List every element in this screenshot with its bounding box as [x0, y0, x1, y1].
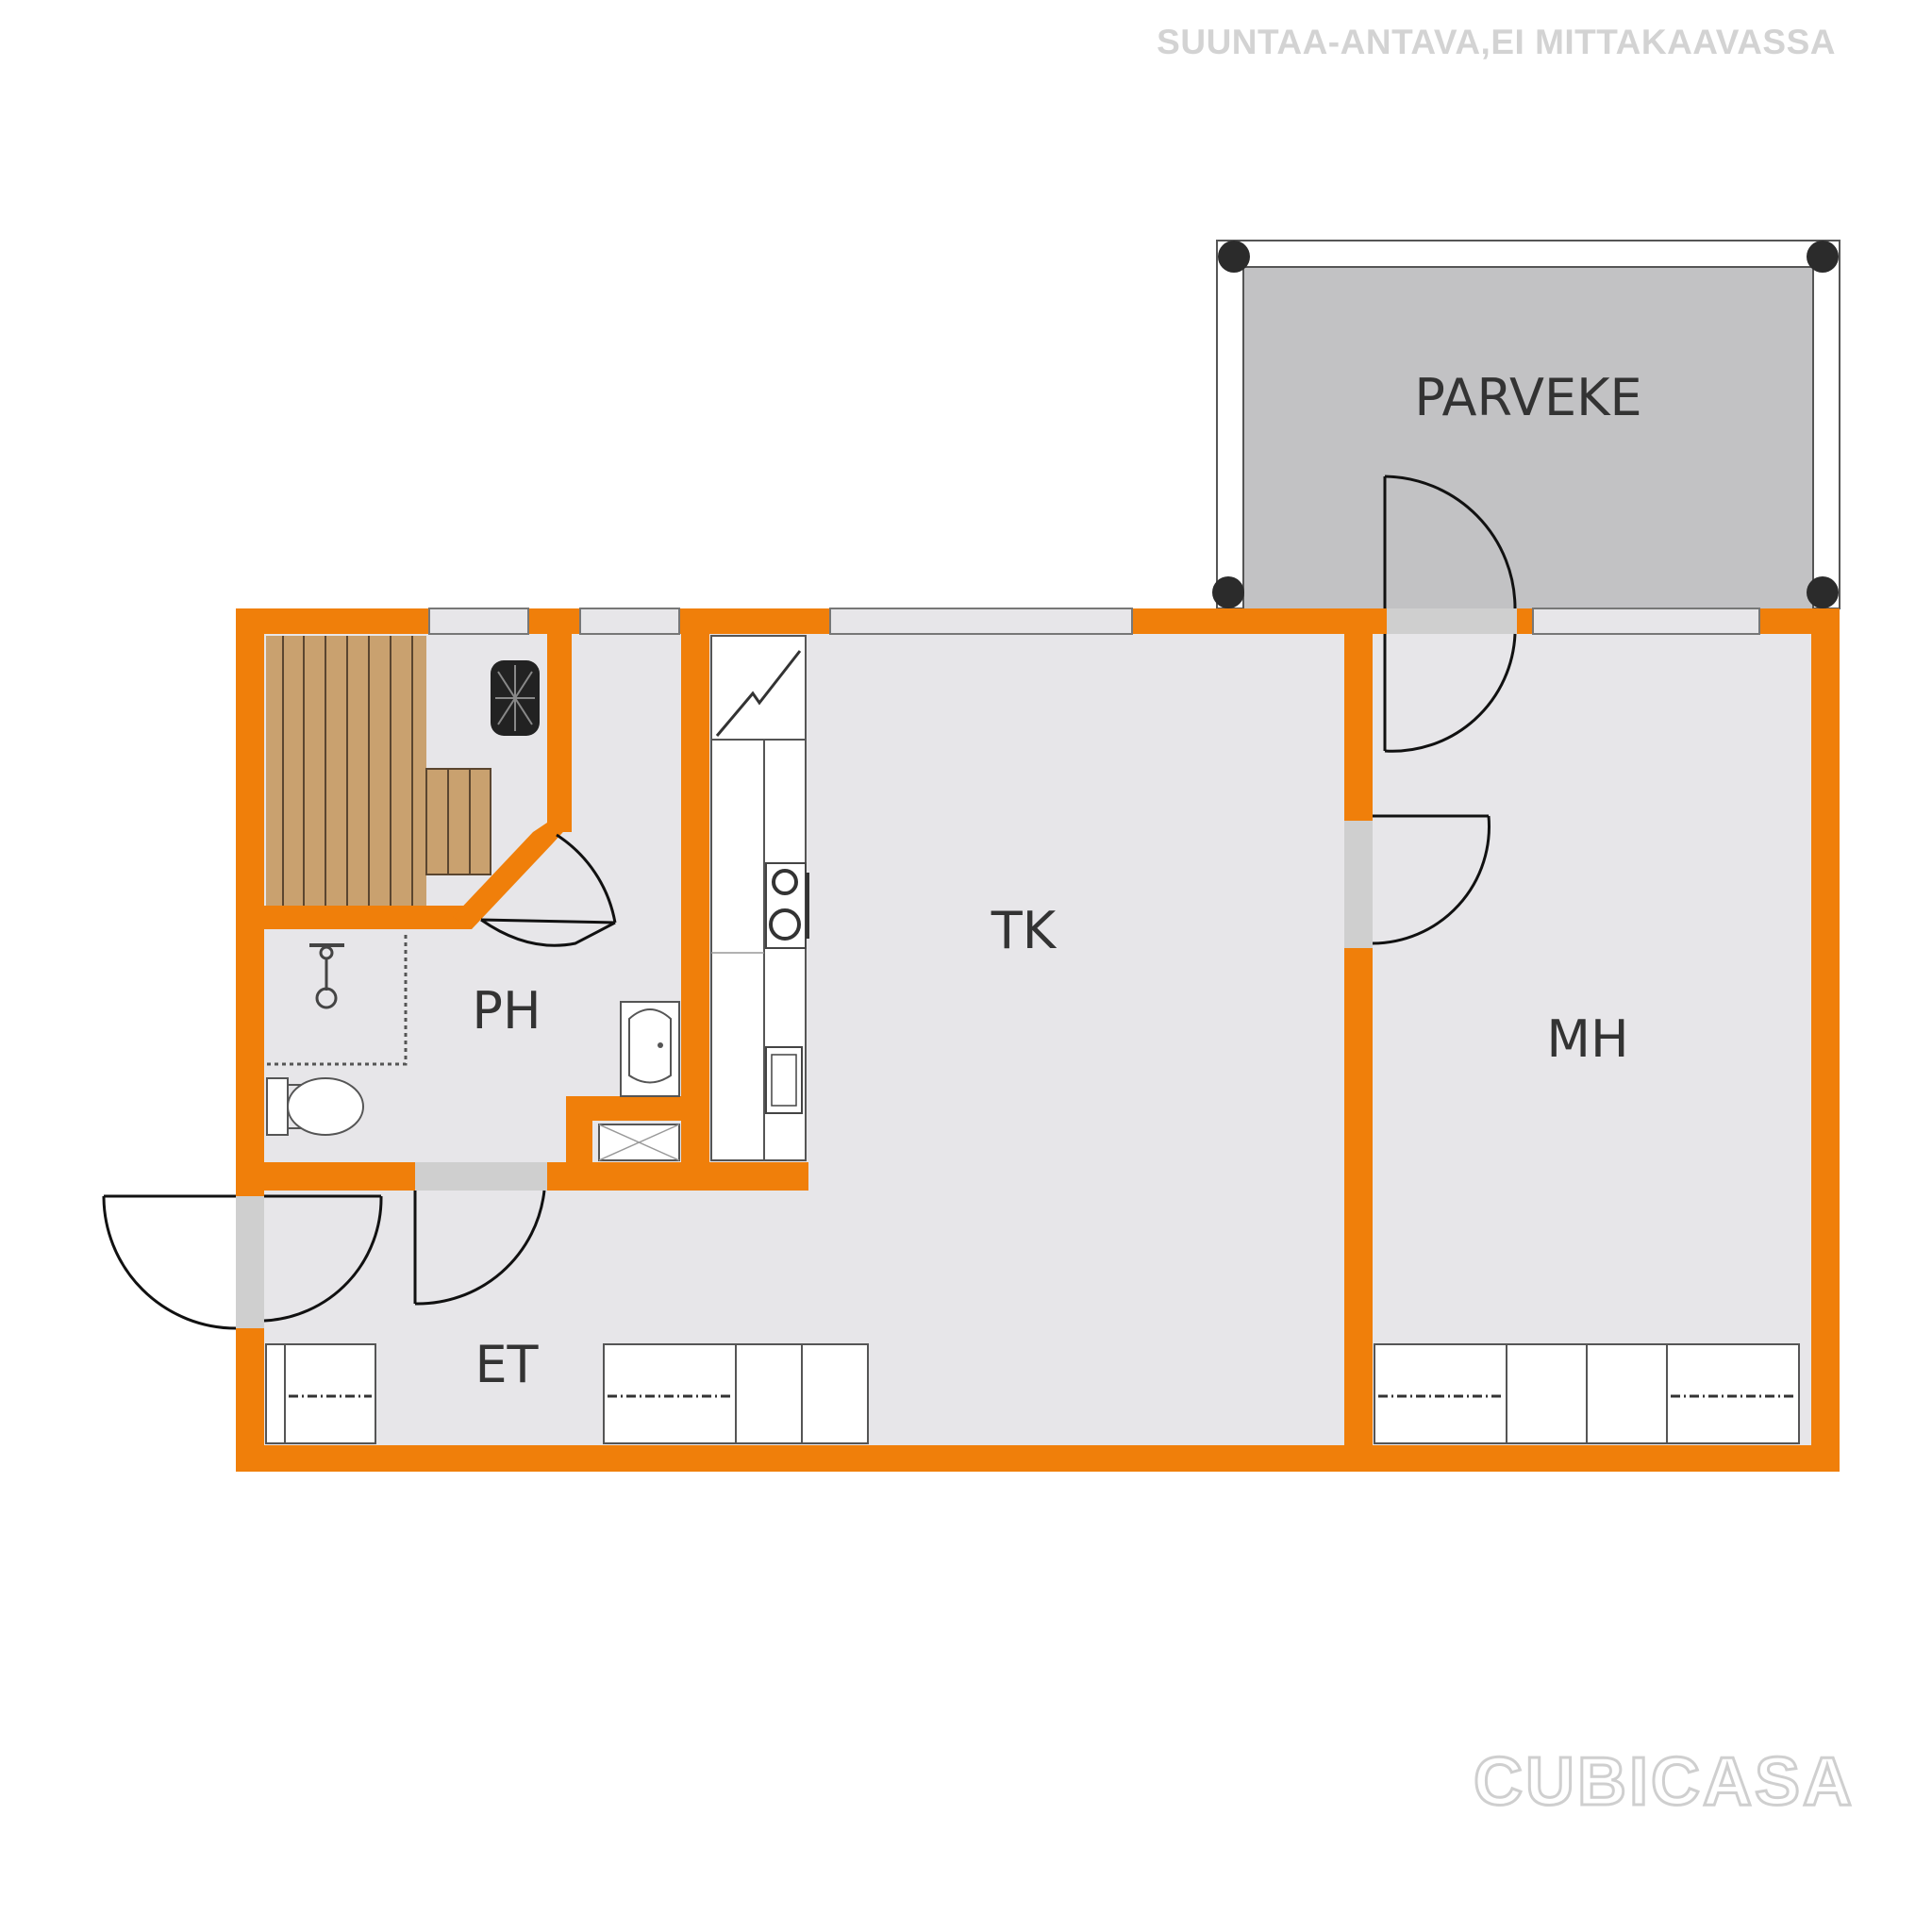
disclaimer-text: SUUNTAA-ANTAVA,EI MITTAKAAVASSA [1157, 23, 1836, 61]
room-label-bathroom: PH [472, 981, 541, 1041]
sauna-wall [547, 634, 572, 832]
apartment [236, 608, 1840, 1472]
balcony-post [1807, 241, 1839, 273]
room-label-kitchen-living: TK [991, 901, 1058, 960]
interior-wall [566, 1096, 681, 1121]
balcony-door[interactable] [1383, 475, 1517, 753]
sink-icon [620, 1001, 680, 1097]
room-label-balcony: PARVEKE [1414, 368, 1641, 427]
balcony-door-frame [1387, 608, 1517, 634]
wardrobe [603, 1343, 869, 1444]
door-frame [1344, 821, 1373, 948]
window [428, 608, 529, 635]
brand-logo: CUBICASA [1472, 1743, 1855, 1822]
sauna-wall [264, 906, 472, 929]
window [579, 608, 680, 635]
wardrobe [265, 1343, 376, 1444]
window [1532, 608, 1760, 635]
balcony-post [1218, 241, 1250, 273]
balcony-post [1212, 576, 1244, 608]
window [829, 608, 1133, 635]
door-frame [236, 1196, 264, 1328]
sauna-door[interactable] [480, 833, 617, 947]
wardrobe [1374, 1343, 1800, 1444]
entrance-door[interactable] [102, 1194, 383, 1330]
sauna-wall [453, 823, 572, 929]
shower-icon [267, 932, 408, 1066]
bedroom-door[interactable] [1372, 814, 1491, 945]
balcony-post [1807, 576, 1839, 608]
bathroom-door[interactable] [413, 1190, 546, 1306]
sauna-bench [266, 636, 491, 906]
toilet-icon [266, 1077, 364, 1136]
interior-wall [681, 634, 709, 1191]
cabinet [598, 1124, 680, 1161]
stove-icon [765, 862, 809, 949]
door-frame [415, 1162, 547, 1191]
room-label-entrance: ET [475, 1335, 539, 1394]
sauna-stove-icon [491, 660, 540, 736]
interior-wall [1344, 634, 1373, 1445]
balcony [1212, 240, 1840, 609]
kitchen-sink-icon [765, 1046, 803, 1114]
room-label-bedroom: MH [1546, 1009, 1628, 1069]
